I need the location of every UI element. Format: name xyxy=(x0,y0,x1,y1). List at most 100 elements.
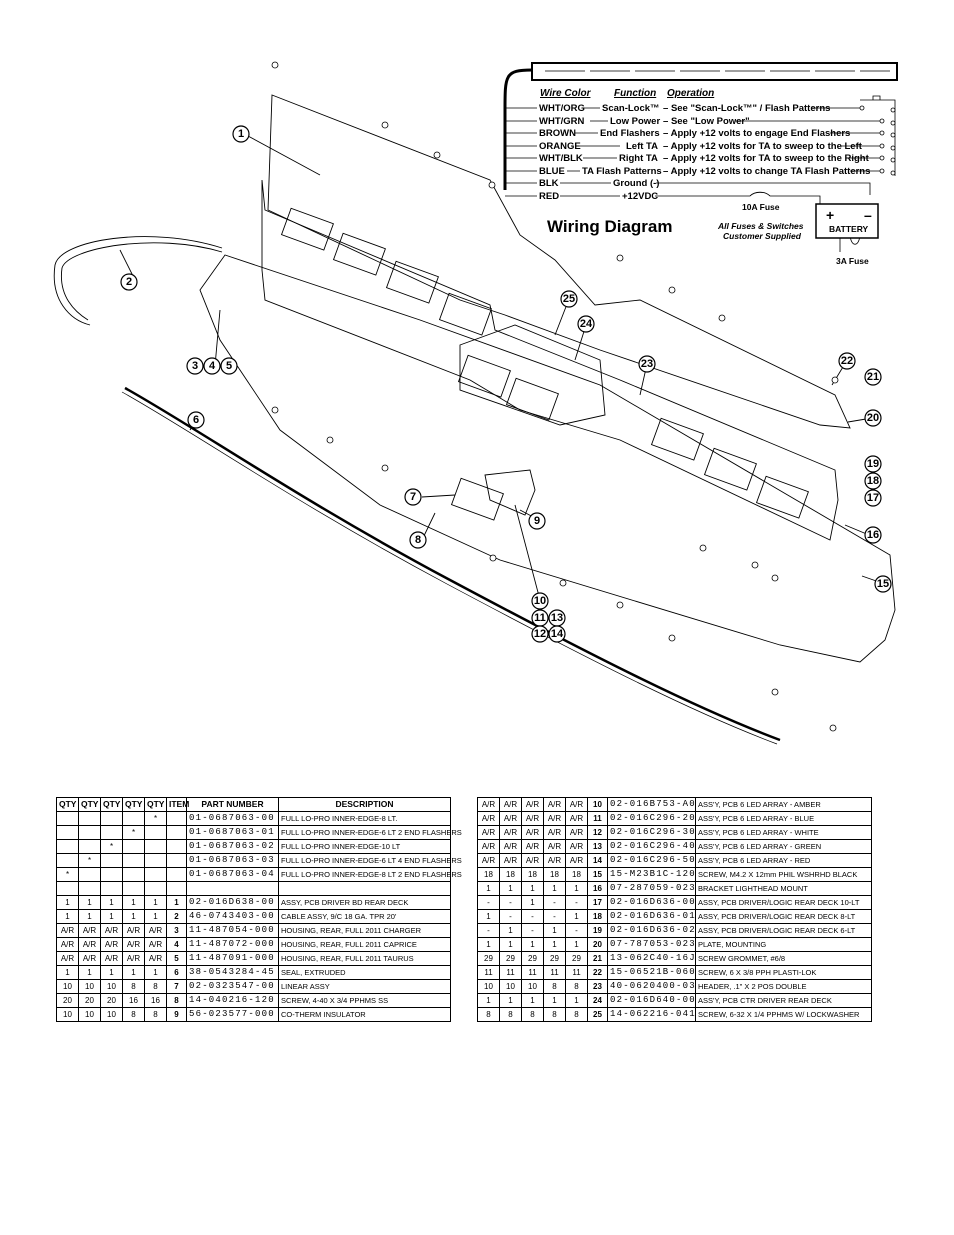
svg-text:–: – xyxy=(864,207,872,223)
description-cell: ASS'Y, PCB 6 LED ARRAY - BLUE xyxy=(695,811,872,826)
qty-cell xyxy=(144,825,167,840)
qty-cell: A/R xyxy=(499,839,522,854)
qty-cell: - xyxy=(499,909,522,924)
qty-cell: 10 xyxy=(100,979,123,994)
qty-cell xyxy=(122,867,145,882)
qty-cell: - xyxy=(499,895,522,910)
callout-23: 23 xyxy=(638,355,656,373)
svg-text:6: 6 xyxy=(193,414,199,426)
item-cell: 4 xyxy=(166,937,187,952)
qty-cell: A/R xyxy=(521,853,544,868)
svg-text:3A Fuse: 3A Fuse xyxy=(836,256,869,266)
qty-cell xyxy=(122,853,145,868)
description-cell: SCREW, 4-40 X 3/4 PPHMS SS xyxy=(278,993,451,1008)
qty-cell: - xyxy=(565,923,588,938)
qty-cell: A/R xyxy=(477,797,500,812)
qty-cell: 29 xyxy=(565,951,588,966)
description-cell: LINEAR ASSY xyxy=(278,979,451,994)
svg-text:Wire Color: Wire Color xyxy=(540,88,592,99)
item-cell: 14 xyxy=(587,853,608,868)
description-cell: ASS'Y, PCB CTR DRIVER REAR DECK xyxy=(695,993,872,1008)
svg-text:Wiring Diagram: Wiring Diagram xyxy=(547,217,672,236)
qty-cell xyxy=(56,853,79,868)
qty-cell: * xyxy=(78,853,101,868)
callout-12: 12 xyxy=(531,625,549,643)
qty-cell xyxy=(100,811,123,826)
screw-fasteners xyxy=(271,61,839,732)
qty-cell: A/R xyxy=(100,923,123,938)
qty-cell: 1 xyxy=(78,895,101,910)
qty-cell: 29 xyxy=(543,951,566,966)
qty-cell xyxy=(122,839,145,854)
item-cell: 23 xyxy=(587,979,608,994)
svg-text:+: + xyxy=(826,207,834,223)
qty-cell: 11 xyxy=(521,965,544,980)
svg-text:Operation: Operation xyxy=(667,88,714,99)
part-number-cell: 11-487054-000 xyxy=(186,923,279,938)
svg-text:– Apply +12 volts for TA to sw: – Apply +12 volts for TA to sweep to the… xyxy=(663,153,870,164)
svg-text:17: 17 xyxy=(867,492,879,504)
part-number-cell: 14-040216-120 xyxy=(186,993,279,1008)
center-driver xyxy=(459,324,606,426)
svg-text:Left TA: Left TA xyxy=(626,141,658,152)
item-cell xyxy=(166,839,187,854)
qty-cell xyxy=(122,811,145,826)
qty-cell: 10 xyxy=(521,979,544,994)
description-cell: FULL LO-PRO INNER-EDGE-8 LT 2 END FLASHE… xyxy=(278,867,462,882)
svg-text:5: 5 xyxy=(226,360,232,372)
part-number-cell: 02-016D638-00 xyxy=(186,895,279,910)
qty-cell xyxy=(144,881,167,896)
part-number-cell: 02-016D636-01 xyxy=(607,909,696,924)
qty-cell: * xyxy=(100,839,123,854)
part-number-cell: 02-016B753-A0 xyxy=(607,797,696,812)
callout-8: 8 xyxy=(409,531,427,549)
qty-cell: 8 xyxy=(565,979,588,994)
item-cell: 22 xyxy=(587,965,608,980)
qty-cell: 1 xyxy=(521,937,544,952)
svg-text:ORANGE: ORANGE xyxy=(539,141,581,152)
callout-25: 25 xyxy=(560,290,578,308)
qty-cell: A/R xyxy=(521,811,544,826)
lighthead-modules xyxy=(280,207,809,521)
svg-text:3: 3 xyxy=(192,360,198,372)
qty-cell: 8 xyxy=(122,1007,145,1022)
part-number-cell: 15-06521B-060 xyxy=(607,965,696,980)
qty-cell xyxy=(56,839,79,854)
qty-cell xyxy=(78,825,101,840)
callout-15: 15 xyxy=(874,575,892,593)
qty-cell: A/R xyxy=(477,825,500,840)
item-cell: 21 xyxy=(587,951,608,966)
part-number-cell: 02-016D636-00 xyxy=(607,895,696,910)
part-number-cell: 02-0323547-00 xyxy=(186,979,279,994)
part-number-cell: 11-487072-000 xyxy=(186,937,279,952)
qty-cell: A/R xyxy=(56,951,79,966)
qty-cell xyxy=(100,825,123,840)
item-cell: 18 xyxy=(587,909,608,924)
part-number-cell: 13-062C40-16J xyxy=(607,951,696,966)
callout-18: 18 xyxy=(864,472,882,490)
qty-cell: 29 xyxy=(499,951,522,966)
qty-cell: * xyxy=(144,811,167,826)
item-cell: 2 xyxy=(166,909,187,924)
qty-cell: A/R xyxy=(499,825,522,840)
callout-1: 1 xyxy=(232,125,250,143)
qty-cell: 1 xyxy=(477,993,500,1008)
qty-header: QTY xyxy=(122,797,145,812)
qty-cell: 10 xyxy=(56,1007,79,1022)
svg-text:19: 19 xyxy=(867,458,879,470)
callout-11: 11 xyxy=(531,609,549,627)
callout-21: 21 xyxy=(864,368,882,386)
qty-cell: A/R xyxy=(144,951,167,966)
qty-cell: 8 xyxy=(565,1007,588,1022)
item-cell: 17 xyxy=(587,895,608,910)
svg-text:24: 24 xyxy=(580,318,593,330)
qty-cell xyxy=(144,867,167,882)
